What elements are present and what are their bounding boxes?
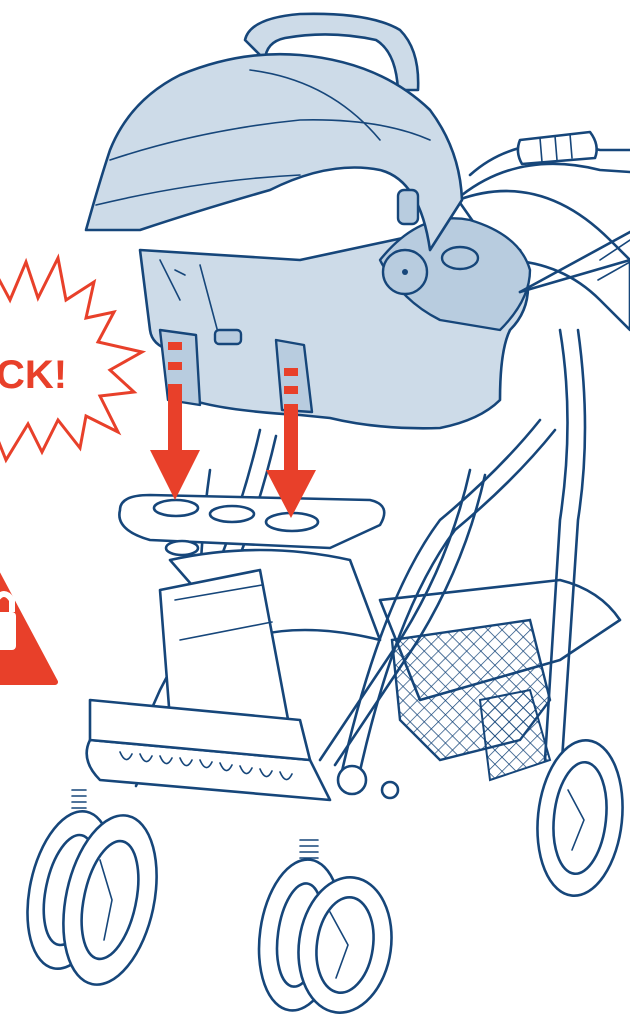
wheel-front-left [14, 803, 171, 993]
warning-triangle [0, 560, 55, 682]
stroller-front [72, 495, 384, 864]
click-text: CK! [0, 353, 67, 397]
click-burst: CK! [0, 258, 142, 460]
infant-car-seat [86, 14, 530, 428]
wheel-front-right [250, 854, 400, 1017]
